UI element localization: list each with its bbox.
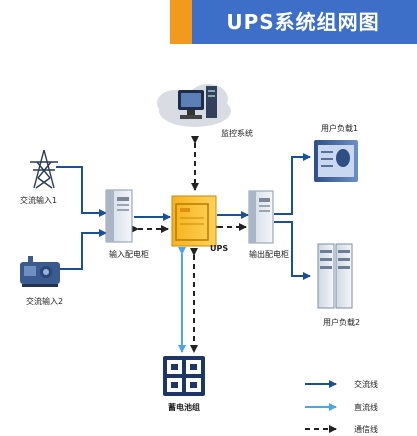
- user-load1-label: 用户负载1: [321, 123, 358, 133]
- monitor-system-icon: [157, 84, 231, 127]
- input-cabinet-icon: [105, 189, 133, 243]
- ac-input2-label: 交流输入2: [26, 296, 63, 306]
- title-bar: [170, 0, 417, 44]
- title-accent: [170, 0, 192, 44]
- ups-label: UPS: [210, 244, 228, 253]
- user-load2-label: 用户负载2: [323, 317, 360, 327]
- battery-pack-label: 蓄电池组: [168, 402, 200, 412]
- output-cabinet-label: 输出配电柜: [249, 249, 289, 259]
- monitor-system-label: 监控系统: [221, 128, 253, 138]
- legend: 交流线 直流线 通信线: [305, 379, 378, 434]
- power-tower-icon: [30, 149, 58, 189]
- ac-line-load2: [274, 221, 311, 280]
- user-load2-icon: [317, 243, 353, 309]
- ac-input1-label: 交流输入1: [20, 195, 57, 205]
- ac-line-input2: [60, 229, 107, 270]
- page-title: UPS系统组网图: [226, 10, 380, 34]
- legend-ac-label: 交流线: [354, 379, 378, 389]
- user-load1-icon: [314, 140, 358, 182]
- legend-comm-label: 通信线: [354, 424, 378, 434]
- input-cabinet-label: 输入配电柜: [109, 249, 149, 259]
- generator-icon: [20, 256, 60, 287]
- legend-dc-label: 直流线: [354, 402, 378, 412]
- ups-icon: [171, 195, 217, 247]
- battery-pack-icon: [163, 356, 205, 396]
- ac-line-load1: [274, 153, 311, 215]
- output-cabinet-icon: [248, 190, 274, 244]
- ac-line-input1: [56, 166, 107, 217]
